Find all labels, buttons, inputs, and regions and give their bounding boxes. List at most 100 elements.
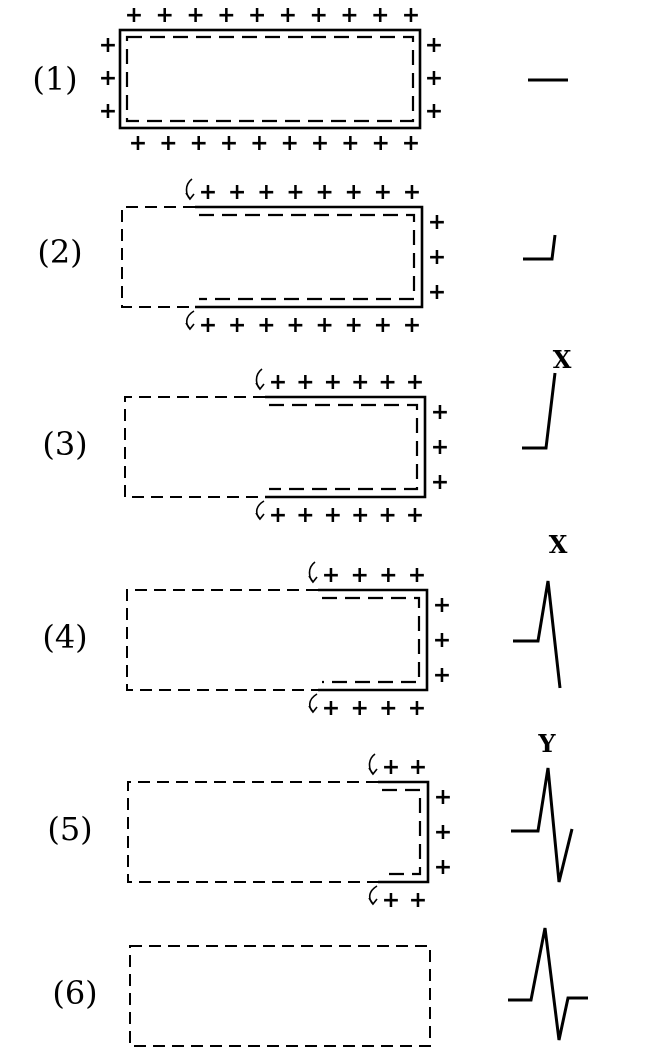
stage-3: (3)+++++++++++++++X (42, 345, 571, 528)
ecg-waveform (522, 372, 557, 450)
ecg-waveform (523, 234, 557, 261)
plus-sign: + (425, 66, 443, 91)
plus-sign: + (379, 563, 397, 588)
plus-sign: + (371, 3, 389, 28)
plus-sign: + (378, 503, 396, 528)
stage-label: (5) (47, 810, 92, 848)
plus-sign: + (428, 210, 446, 235)
plus-sign: + (99, 66, 117, 91)
plus-sign: + (431, 400, 449, 425)
negative-charge-inner (322, 596, 421, 684)
arrow-head (185, 192, 195, 201)
plus-sign: + (433, 663, 451, 688)
cell-membrane-outer (118, 28, 422, 130)
plus-sign: + (257, 180, 275, 205)
plus-sign: + (408, 696, 426, 721)
plus-sign: + (434, 855, 452, 880)
plus-sign: + (99, 99, 117, 124)
negative-charge-inner (269, 403, 419, 491)
polarized-membrane (195, 205, 424, 309)
stage-1: (1)++++++++++++++++++++++++++ (32, 3, 568, 156)
plus-sign: + (257, 313, 275, 338)
plus-sign: + (340, 3, 358, 28)
plus-sign: + (269, 370, 287, 395)
stage-5: (5)+++++++Y (47, 729, 574, 913)
plus-sign: + (433, 593, 451, 618)
plus-sign: + (322, 563, 340, 588)
peak-label: X (549, 530, 568, 559)
plus-sign: + (309, 3, 327, 28)
plus-sign: + (280, 131, 298, 156)
plus-sign: + (315, 180, 333, 205)
stage-6: (6) (52, 927, 588, 1047)
plus-sign: + (431, 470, 449, 495)
plus-sign: + (433, 628, 451, 653)
arrow-head (368, 767, 378, 776)
plus-sign: + (403, 313, 421, 338)
plus-sign: + (189, 131, 207, 156)
plus-sign: + (199, 180, 217, 205)
plus-sign: + (324, 370, 342, 395)
plus-sign: + (324, 503, 342, 528)
arrow-head (368, 897, 378, 906)
plus-sign: + (408, 563, 426, 588)
plus-sign: + (296, 503, 314, 528)
ecg-waveform (511, 767, 574, 883)
plus-sign: + (402, 3, 420, 28)
polarized-membrane (318, 588, 429, 692)
stage-label: (4) (42, 618, 87, 656)
stage-label: (6) (52, 974, 97, 1012)
plus-sign: + (250, 131, 268, 156)
plus-sign: + (371, 131, 389, 156)
arrow-head (255, 512, 265, 521)
depolarized-membrane (129, 945, 431, 1047)
plus-sign: + (296, 370, 314, 395)
stage-label: (1) (32, 60, 77, 98)
plus-sign: + (286, 180, 304, 205)
ecg-waveform (513, 580, 562, 689)
peak-label: X (553, 345, 572, 374)
arrow-head (308, 705, 318, 714)
plus-sign: + (351, 370, 369, 395)
plus-sign: + (159, 131, 177, 156)
plus-sign: + (428, 245, 446, 270)
polarized-membrane (265, 395, 427, 499)
plus-sign: + (217, 3, 235, 28)
negative-charge-inner (382, 788, 422, 876)
plus-sign: + (186, 3, 204, 28)
plus-sign: + (351, 503, 369, 528)
plus-sign: + (344, 180, 362, 205)
plus-sign: + (220, 131, 238, 156)
plus-sign: + (228, 180, 246, 205)
plus-sign: + (374, 313, 392, 338)
negative-charge-inner (125, 35, 415, 123)
plus-sign: + (402, 131, 420, 156)
stage-2: (2)+++++++++++++++++++ (37, 178, 557, 338)
plus-sign: + (350, 696, 368, 721)
plus-sign: + (425, 99, 443, 124)
arrow-head (255, 382, 265, 391)
plus-sign: + (315, 313, 333, 338)
plus-sign: + (403, 180, 421, 205)
plus-sign: + (425, 33, 443, 58)
plus-sign: + (382, 888, 400, 913)
plus-sign: + (125, 3, 143, 28)
plus-sign: + (248, 3, 266, 28)
arrow-head (308, 575, 318, 584)
ecg-waveform (508, 927, 588, 1041)
plus-sign: + (286, 313, 304, 338)
depolarized-membrane (124, 396, 265, 498)
plus-sign: + (322, 696, 340, 721)
plus-sign: + (228, 313, 246, 338)
plus-sign: + (409, 755, 427, 780)
plus-sign: + (199, 313, 217, 338)
plus-sign: + (341, 131, 359, 156)
plus-sign: + (344, 313, 362, 338)
peak-label: Y (537, 729, 556, 758)
depolarized-membrane (126, 589, 318, 691)
plus-sign: + (431, 435, 449, 460)
plus-sign: + (269, 503, 287, 528)
plus-sign: + (279, 3, 297, 28)
plus-sign: + (156, 3, 174, 28)
plus-sign: + (382, 755, 400, 780)
